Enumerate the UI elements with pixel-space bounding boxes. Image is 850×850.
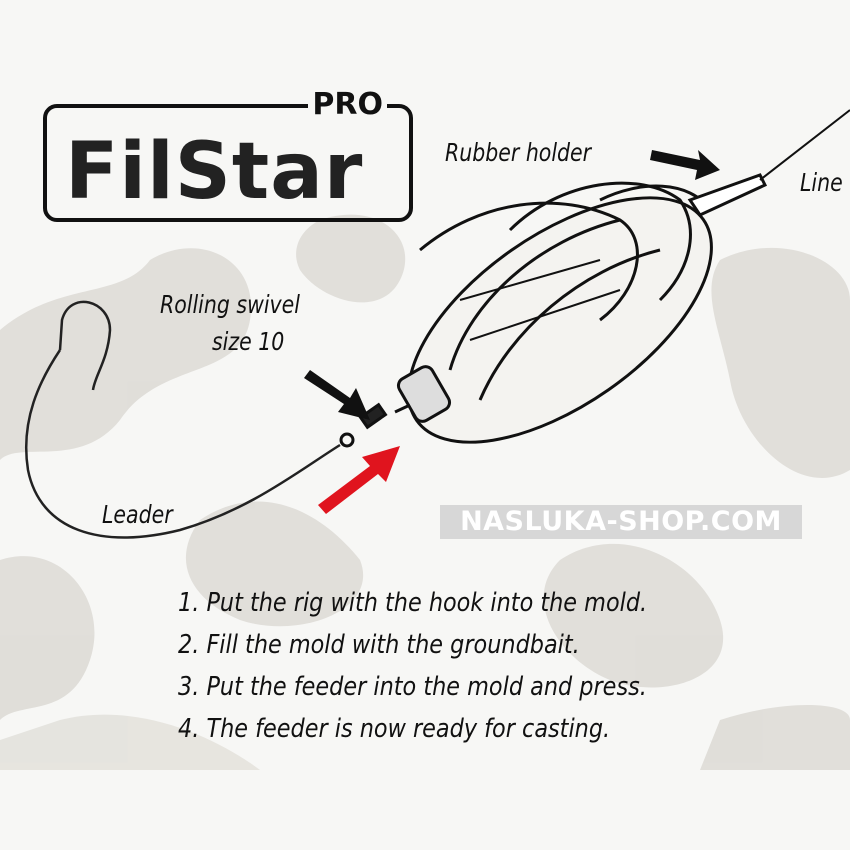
rubber-holder-arrow-icon [650, 150, 720, 180]
logo-brand: FilStar [65, 127, 364, 217]
swivel [339, 402, 411, 448]
step-item: 2. Fill the mold with the groundbait. [178, 630, 580, 660]
instruction-steps: 1. Put the rig with the hook into the mo… [178, 582, 724, 750]
leader-and-hook [24, 300, 341, 539]
swivel-arrow-icon [304, 370, 370, 420]
label-rolling-swivel: Rolling swivel [160, 290, 300, 319]
label-leader: Leader [102, 500, 173, 529]
logo-suffix: PRO [308, 88, 387, 122]
step-item: 3. Put the feeder into the mold and pres… [178, 672, 647, 702]
watermark: NASLUKA-SHOP.COM [440, 505, 802, 539]
feeder-cage [396, 173, 768, 444]
main-line [759, 109, 850, 181]
step-item: 1. Put the rig with the hook into the mo… [178, 588, 648, 618]
label-swivel-size: size 10 [212, 327, 285, 356]
label-rubber-holder: Rubber holder [445, 138, 592, 167]
step-item: 4. The feeder is now ready for casting. [178, 714, 611, 744]
filstar-pro-logo: FilStar PRO [43, 88, 413, 222]
label-line: Line [800, 168, 843, 197]
camo-background [0, 214, 850, 770]
red-arrow-icon [318, 446, 400, 514]
